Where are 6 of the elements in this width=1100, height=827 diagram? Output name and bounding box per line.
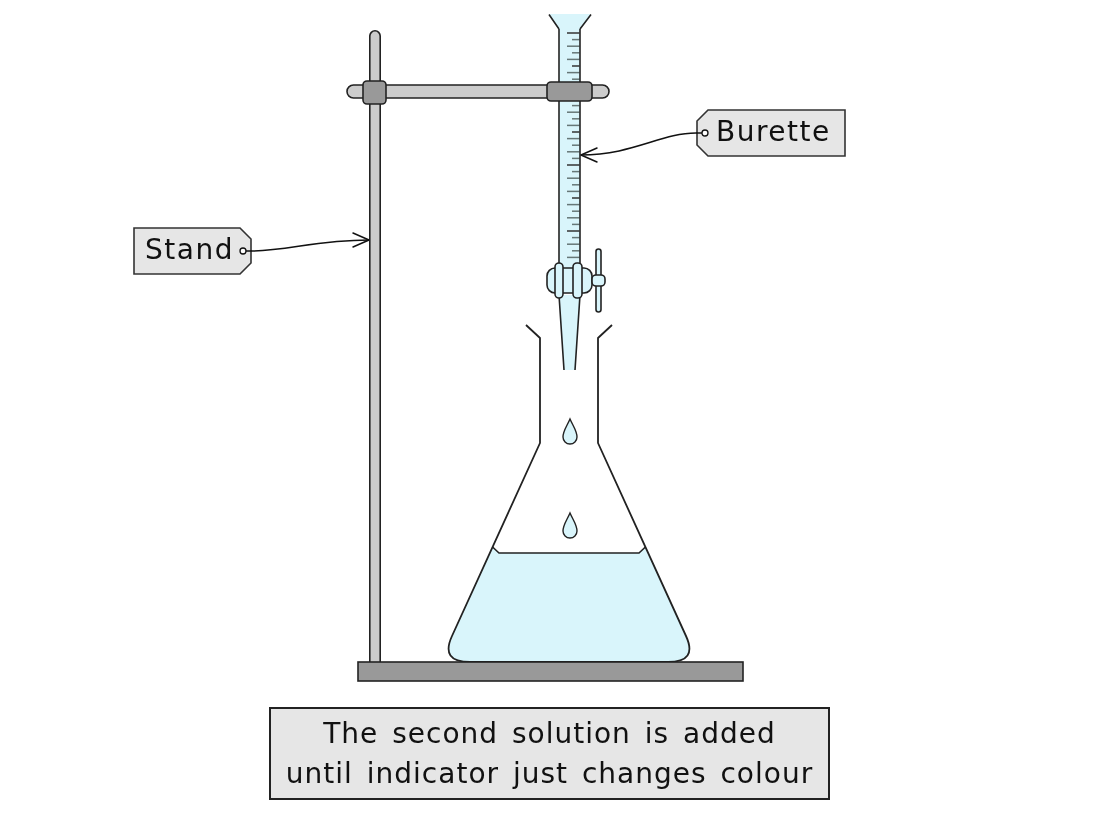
leader-line — [251, 232, 370, 252]
stand-rod — [369, 30, 381, 664]
label-tag: Burette — [696, 109, 846, 157]
caption-box: The second solution is added until indicator just changes colour — [269, 707, 830, 800]
leader-line — [580, 132, 697, 163]
label-tag: Stand — [133, 227, 252, 275]
